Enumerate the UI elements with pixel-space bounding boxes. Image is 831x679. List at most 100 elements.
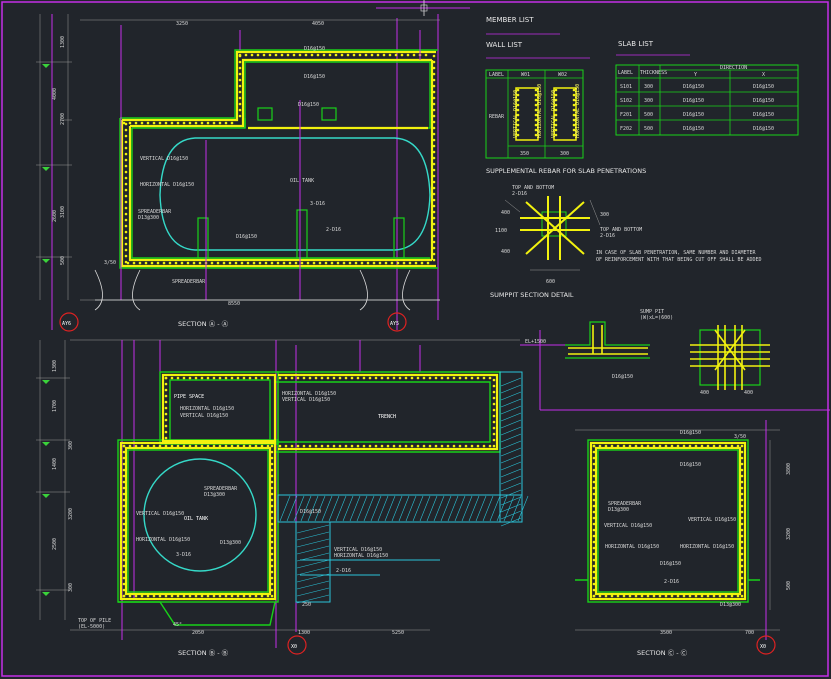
rebar-dot	[270, 456, 274, 460]
rebar-dot	[336, 261, 340, 265]
rebar-dot	[740, 522, 744, 526]
grid-label-x0-left: X0	[291, 644, 297, 650]
label-b-d16-right: D16@150	[300, 509, 321, 515]
rebar-dot	[122, 582, 126, 586]
rebar-dot	[362, 444, 366, 448]
hatch-line	[500, 391, 522, 401]
rebar-dot	[164, 121, 168, 125]
rebar-dot	[592, 588, 596, 592]
hatch-line	[500, 419, 522, 429]
rebar-dot	[280, 53, 284, 57]
rebar-dot	[592, 510, 596, 514]
note-top-bottom-1b: 2-D16	[512, 191, 527, 197]
rebar-dot	[592, 480, 596, 484]
rebar-dot	[164, 418, 168, 422]
rebar-dot	[124, 152, 128, 156]
hatch-line	[500, 461, 522, 471]
rebar-dot	[206, 594, 210, 598]
rebar-dot	[420, 261, 424, 265]
note-top-bottom-2: TOP AND BOTTOM	[600, 227, 642, 233]
rebar-dot	[224, 444, 228, 448]
rebar-dot	[432, 132, 436, 136]
rebar-dot	[592, 468, 596, 472]
rebar-dot	[124, 248, 128, 252]
rebar-dot	[422, 376, 426, 380]
rebar-dot	[740, 594, 744, 598]
rebar-dot	[320, 376, 324, 380]
rebar-dot	[356, 444, 360, 448]
rebar-dot	[248, 376, 252, 380]
rebar-dot	[492, 444, 496, 448]
rebar-dot	[162, 261, 166, 265]
rebar-dot	[482, 376, 486, 380]
rebar-dot	[706, 594, 710, 598]
hatch-line	[500, 440, 522, 450]
rebar-dot	[122, 576, 126, 580]
slab-row-y: D16@150	[683, 98, 704, 104]
slab-row-x: D16@150	[753, 98, 774, 104]
rebar-dot	[740, 546, 744, 550]
rebar-dot	[230, 594, 234, 598]
rebar-dot	[188, 594, 192, 598]
hatch-line	[370, 495, 382, 522]
rebar-dot	[364, 53, 368, 57]
rebar-dot	[170, 594, 174, 598]
rebar-dot	[188, 121, 192, 125]
hatch-line	[296, 594, 330, 604]
rebar-dot	[122, 552, 126, 556]
rebar-dot	[314, 444, 318, 448]
hatch-line	[296, 573, 330, 583]
rebar-dot	[284, 376, 288, 380]
dim-lines-c	[575, 429, 780, 631]
rebar-dot	[182, 376, 186, 380]
rebar-dot	[270, 468, 274, 472]
rebar-dot	[240, 261, 244, 265]
rebar-dot	[294, 261, 298, 265]
rebar-dot	[238, 72, 242, 76]
rebar-dot	[516, 113, 520, 117]
rebar-dot	[230, 121, 234, 125]
rebar-dot	[416, 444, 420, 448]
rebar-dot	[140, 444, 144, 448]
slab-row-thick: 300	[644, 84, 653, 90]
rebar-dot	[658, 444, 662, 448]
rebar-dot	[158, 444, 162, 448]
label-b-spreader: SPREADERBAR	[204, 486, 238, 492]
hatch-line	[517, 495, 529, 522]
rebar-dot	[266, 376, 270, 380]
rebar-dot	[458, 444, 462, 448]
rebar-dot	[144, 261, 148, 265]
label-a-d16-low: D16@150	[236, 234, 257, 240]
rebar-dot	[592, 582, 596, 586]
hatch-line	[500, 412, 522, 422]
rebar-dot	[534, 128, 538, 132]
hatch-line	[500, 468, 522, 478]
rebar-dot	[124, 170, 128, 174]
hatch-line	[296, 538, 330, 548]
rebar-dot	[128, 121, 132, 125]
rebar-dot	[378, 261, 382, 265]
note-sump-pit: SUMP PIT	[640, 309, 664, 315]
slab-header-thickness: THICKNESS	[640, 70, 667, 76]
rebar-dot	[290, 444, 294, 448]
rebar-dot	[238, 60, 242, 64]
wall-dim-w02: 300	[560, 151, 569, 157]
rebar-dot	[360, 261, 364, 265]
label-trench: TRENCH	[378, 414, 396, 420]
label-b-horiz4: HORIZONTAL D16@150	[334, 553, 388, 559]
wall-header-w02: W02	[558, 72, 567, 78]
rebar-dot	[270, 540, 274, 544]
rebar-dot	[170, 121, 174, 125]
rebar-dot	[270, 576, 274, 580]
rebar-dot	[370, 53, 374, 57]
rebar-dot	[572, 123, 576, 127]
rebar-dot	[534, 93, 538, 97]
rebar-dot	[224, 121, 228, 125]
rebar-dot	[242, 444, 246, 448]
rebar-dot	[248, 594, 252, 598]
dim-b-v6: 2500	[52, 538, 58, 550]
rebar-dot	[572, 128, 576, 132]
rebar-dot	[270, 594, 274, 598]
rebar-dot	[492, 402, 496, 406]
